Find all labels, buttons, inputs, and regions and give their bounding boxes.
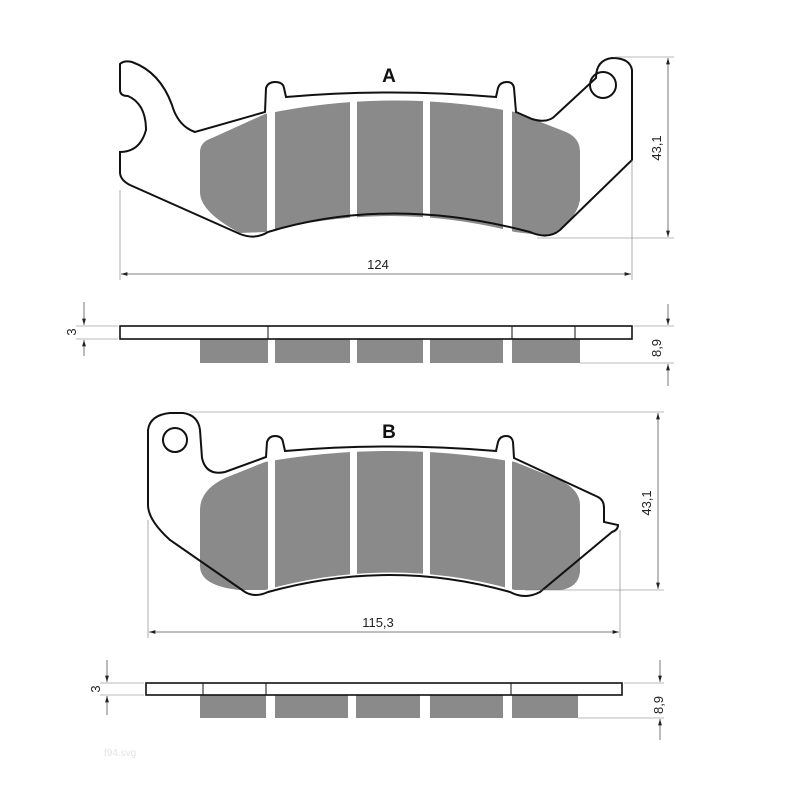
pad-a-side-view (119, 325, 633, 363)
pad-a-dimensions: 124 43,1 (119, 56, 674, 280)
pad-b-label: B (382, 422, 396, 443)
pad-b-mounting-hole (162, 427, 188, 453)
pad-b-total-thickness: 8,9 (651, 696, 666, 714)
pad-a-width-dimension: 124 (367, 257, 389, 272)
pad-a-label: A (382, 66, 396, 87)
pad-b-side-view (145, 682, 623, 718)
pad-b-thickness-dimensions: 3 8,9 (88, 660, 666, 740)
pad-a-mounting-hole (589, 71, 617, 99)
pad-a-side-plate (119, 325, 633, 340)
pad-b-friction-material (200, 451, 580, 590)
pad-a-friction-slots (267, 85, 512, 240)
pad-a-front-view: A (119, 56, 633, 240)
pad-b-friction-slots (268, 440, 512, 595)
pad-a-total-thickness: 8,9 (649, 339, 664, 357)
watermark-filename: f94.svg (104, 748, 136, 759)
pad-a-backing-plate-outline (119, 56, 633, 238)
pad-a-height-dimension: 43,1 (649, 135, 664, 160)
pad-b-width-dimension: 115,3 (362, 615, 394, 630)
pad-b-dimensions: 115,3 43,1 (147, 411, 664, 638)
pad-b-backing-plate-outline (147, 412, 620, 597)
pad-b-front-view: B (147, 412, 620, 597)
pad-b-plate-thickness: 3 (88, 685, 103, 692)
pad-b-height-dimension: 43,1 (639, 490, 654, 515)
pad-a-thickness-dimensions: 3 8,9 (64, 302, 674, 386)
pad-b-side-plate (145, 682, 623, 696)
pad-a-plate-thickness: 3 (64, 328, 79, 335)
pad-a-friction-material (200, 100, 580, 236)
